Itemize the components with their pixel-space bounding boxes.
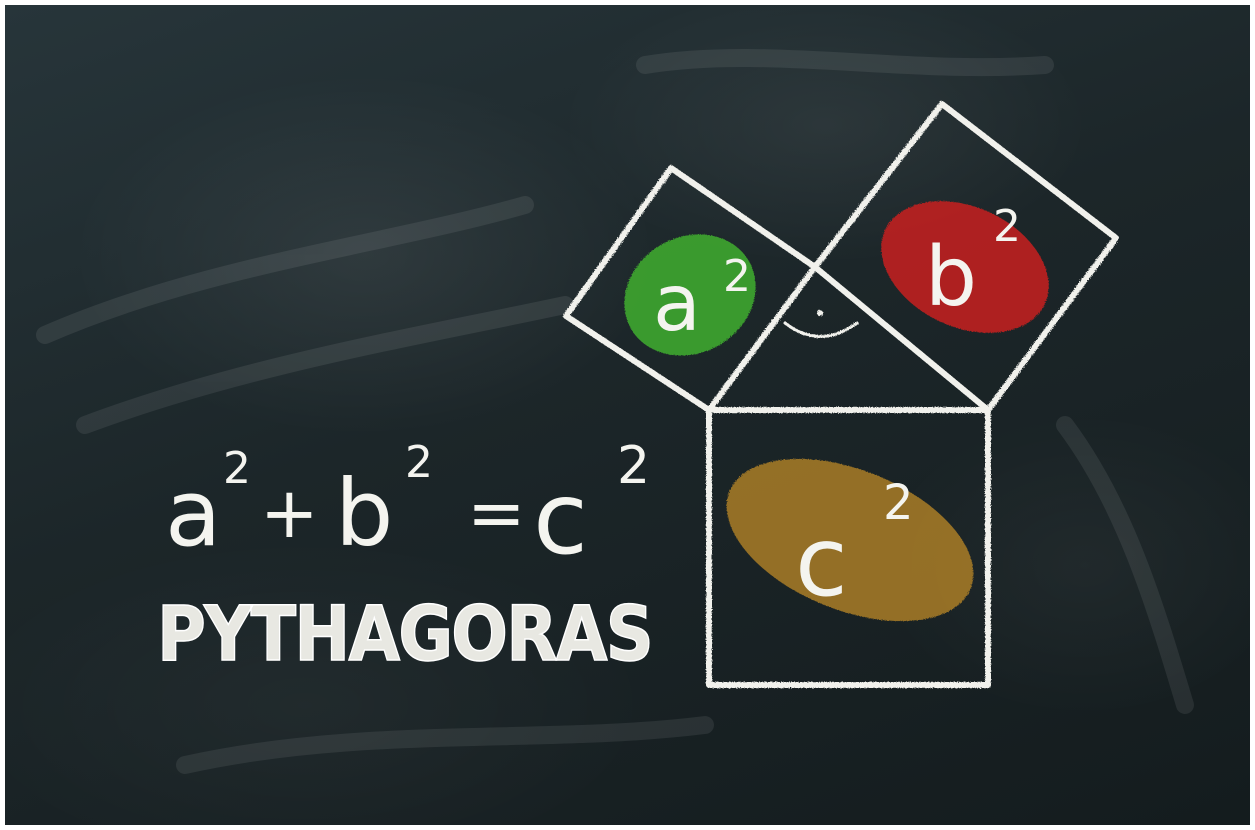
chalk-drawing: a 2 b 2 c 2 a 2 + b 2 = c 2 PYTHAGORAS — [36, 49, 1194, 774]
equation-equals: = — [467, 472, 526, 554]
c-square-fill — [726, 458, 974, 622]
equation: a 2 + b 2 = c 2 — [165, 436, 650, 577]
square-c-label: c — [795, 506, 848, 618]
chalk-smudges — [36, 49, 1194, 774]
equation-a-exponent: 2 — [223, 443, 251, 494]
equation-c: c — [533, 460, 588, 577]
equation-b: b — [335, 460, 393, 567]
square-b-label: b — [925, 230, 977, 325]
b-square-fill — [881, 201, 1049, 333]
equation-b-exponent: 2 — [405, 437, 433, 488]
square-a-outline — [563, 165, 818, 413]
square-c-exponent: 2 — [883, 475, 914, 531]
right-angle-arc — [783, 321, 859, 338]
equation-c-exponent: 2 — [617, 436, 650, 496]
square-c-outline — [706, 407, 991, 688]
square-a-exponent: 2 — [723, 251, 751, 302]
square-b-outline — [812, 101, 1119, 413]
equation-a: a — [165, 460, 221, 567]
right-angle-dot — [817, 310, 823, 316]
square-a-label: a — [653, 259, 701, 349]
square-b-exponent: 2 — [993, 201, 1021, 252]
pythagoras-word: PYTHAGORAS — [157, 589, 652, 678]
chalkboard: a 2 b 2 c 2 a 2 + b 2 = c 2 PYTHAGORAS — [5, 5, 1250, 825]
equation-plus: + — [260, 472, 319, 554]
a-square-fill — [624, 234, 756, 356]
